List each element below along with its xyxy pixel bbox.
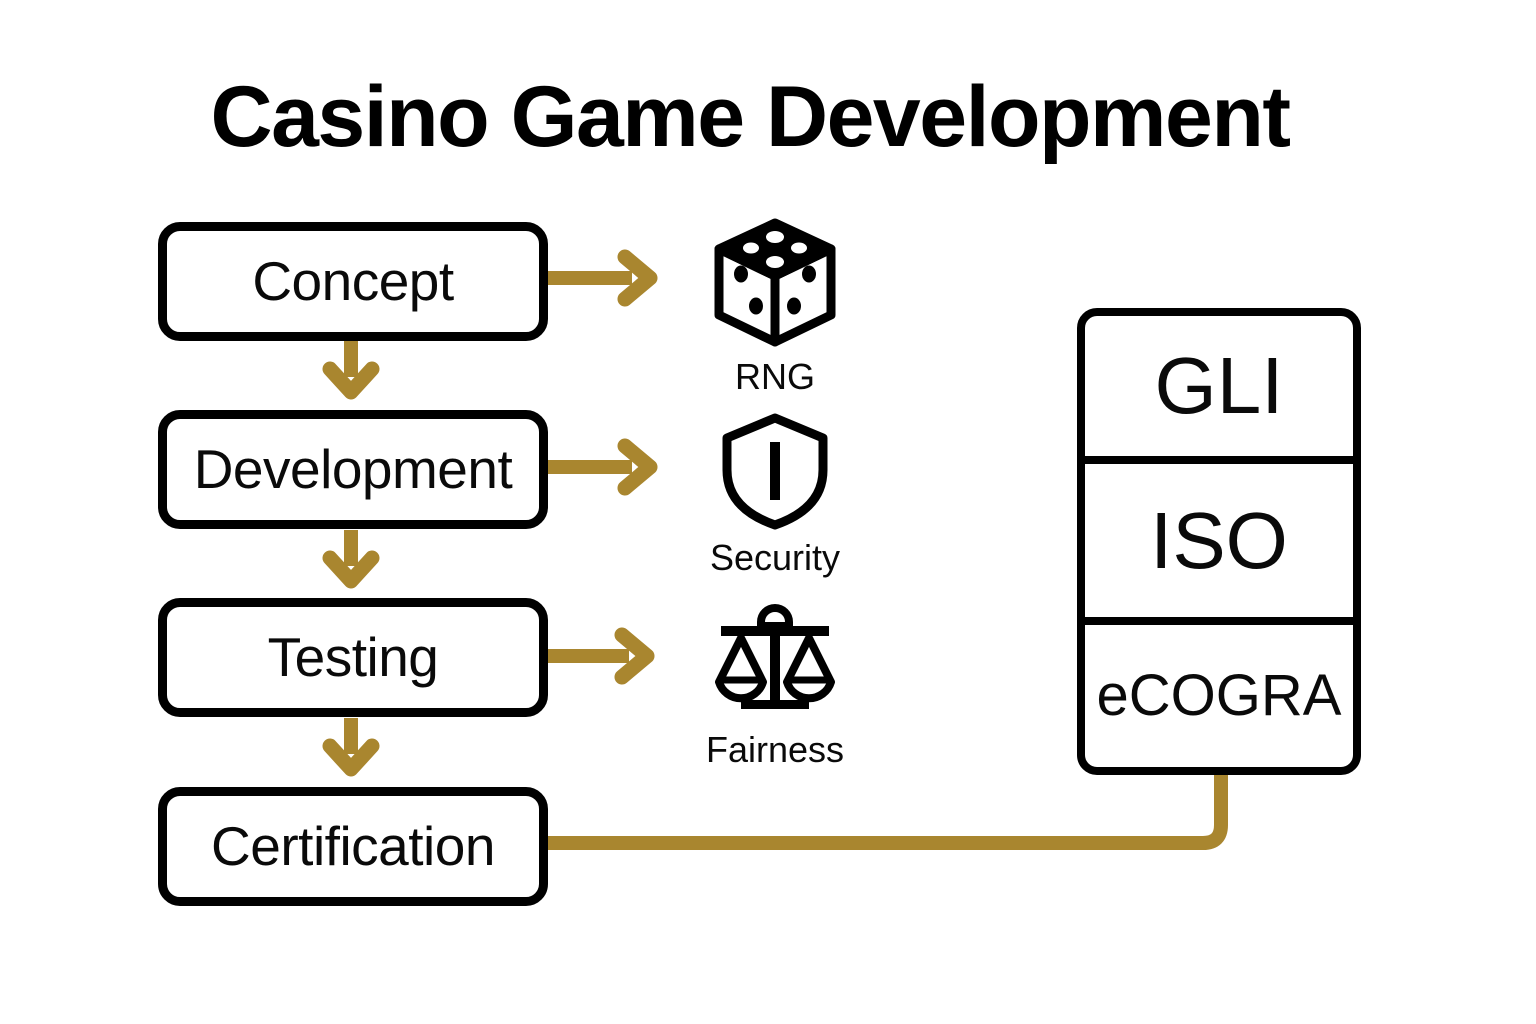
certification-item-iso[interactable]: ISO — [1085, 464, 1353, 625]
icon-group-rng: RNG — [660, 218, 890, 395]
certification-item-gli[interactable]: GLI — [1085, 316, 1353, 464]
icon-group-security: Security — [660, 412, 890, 576]
certification-label: ISO — [1150, 495, 1288, 585]
stage-box-testing[interactable]: Testing — [158, 598, 548, 717]
dice-icon — [714, 218, 836, 347]
certification-label: eCOGRA — [1096, 663, 1342, 728]
arrow-testing-to-certification — [322, 718, 380, 777]
scales-icon — [715, 604, 835, 709]
icon-group-fairness: Fairness — [660, 600, 890, 768]
page-title: Casino Game Development — [210, 69, 1291, 165]
stage-box-development[interactable]: Development — [158, 410, 548, 529]
certification-item-ecogra[interactable]: eCOGRA — [1085, 625, 1353, 767]
connector-certification-to-panel — [548, 775, 1228, 850]
stage-label: Development — [193, 438, 513, 500]
stage-box-concept[interactable]: Concept — [158, 222, 548, 341]
stage-label: Testing — [267, 626, 439, 688]
certification-panel: GLI ISO eCOGRA — [1077, 308, 1361, 775]
arrow-concept-to-development — [322, 341, 380, 400]
arrow-concept-to-rng — [548, 249, 658, 307]
certification-label: GLI — [1154, 341, 1284, 430]
arrow-testing-to-fairness — [548, 627, 655, 685]
stage-label: Certification — [211, 815, 495, 877]
icon-caption: Fairness — [705, 729, 845, 770]
icon-caption: RNG — [735, 356, 815, 397]
stage-box-certification[interactable]: Certification — [158, 787, 548, 906]
arrow-development-to-testing — [322, 530, 380, 589]
shield-icon — [722, 413, 828, 530]
arrow-development-to-security — [548, 438, 658, 496]
icon-caption: Security — [709, 537, 841, 578]
stage-label: Concept — [252, 250, 454, 312]
